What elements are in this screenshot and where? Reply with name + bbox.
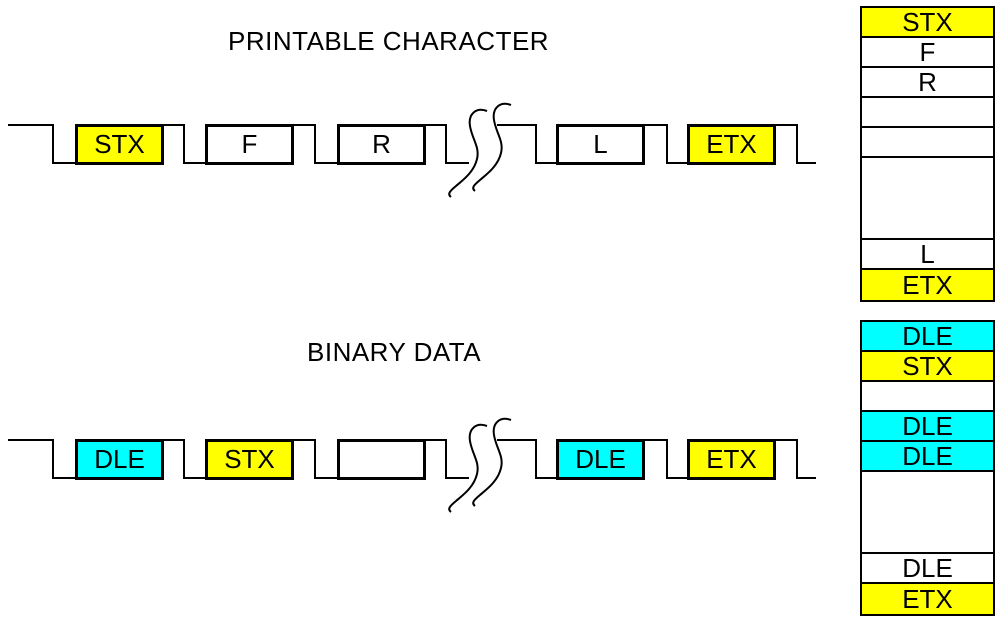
frame-box: STX [75, 124, 164, 165]
stack-row: ETX [862, 270, 993, 300]
break-squiggle [472, 102, 512, 192]
stack-row [862, 382, 993, 412]
frame-box: ETX [687, 124, 776, 165]
frame-box: DLE [75, 439, 164, 480]
printable-title: PRINTABLE CHARACTER [228, 26, 550, 56]
stack-row: DLE [862, 412, 993, 442]
binary-title: BINARY DATA [307, 337, 482, 367]
stack-row [862, 98, 993, 128]
stack-row: F [862, 38, 993, 68]
stack-row [862, 472, 993, 554]
frame-box: F [205, 124, 294, 165]
frame-box: ETX [687, 439, 776, 480]
stack-row: DLE [862, 442, 993, 472]
printable-signal-line [8, 124, 816, 164]
stack-row: DLE [862, 554, 993, 584]
stack-row: STX [862, 352, 993, 382]
stack-row: L [862, 240, 993, 270]
binary-signal-line [8, 439, 816, 479]
break-squiggle [448, 108, 488, 198]
stack-row: ETX [862, 584, 993, 614]
binary-stack: DLE STX DLE DLE DLE ETX [860, 320, 995, 616]
stack-row [862, 158, 993, 240]
frame-box [337, 439, 426, 480]
stack-row [862, 128, 993, 158]
frame-box: DLE [556, 439, 645, 480]
stack-row: STX [862, 8, 993, 38]
frame-box: STX [205, 439, 294, 480]
stack-row: DLE [862, 322, 993, 352]
frame-box: R [337, 124, 426, 165]
break-squiggle [472, 417, 512, 507]
break-squiggle [448, 423, 488, 513]
printable-stack: STX F R L ETX [860, 6, 995, 302]
stack-row: R [862, 68, 993, 98]
frame-box: L [556, 124, 645, 165]
